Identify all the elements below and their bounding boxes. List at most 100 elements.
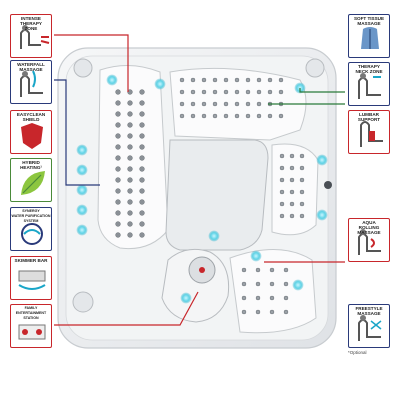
- shield-icon: [21, 123, 43, 149]
- callout-label-line: MASSAGE: [19, 67, 43, 72]
- jet-icon: [283, 295, 289, 301]
- jet-icon: [115, 100, 121, 106]
- callout-label-line: AQUA: [362, 220, 376, 225]
- jet-icon: [115, 232, 121, 238]
- jet-icon: [289, 165, 295, 171]
- waterfall-seat-icon: [20, 70, 43, 97]
- callout-label-line: INTENSE: [21, 16, 41, 21]
- jet-icon: [139, 188, 145, 194]
- jet-icon: [299, 177, 305, 183]
- jet-icon: [289, 213, 295, 219]
- callout-label-line: THERAPY: [20, 21, 42, 26]
- jet-icon: [115, 188, 121, 194]
- jet-icon: [283, 267, 289, 273]
- lounge-seat: [97, 65, 169, 250]
- callout-label-line: SYSTEM: [23, 219, 39, 223]
- jet-icon: [139, 89, 145, 95]
- jet-icon: [190, 101, 196, 107]
- jet-icon: [212, 113, 218, 119]
- jet-icon: [245, 113, 251, 119]
- jet-icon: [212, 77, 218, 83]
- jet-icon: [256, 113, 262, 119]
- callout-label-line: EASYCLEAN: [16, 112, 46, 117]
- jet-icon: [269, 281, 275, 287]
- jet-icon: [289, 153, 295, 159]
- jet-icon: [289, 201, 295, 207]
- jet-icon: [115, 133, 121, 139]
- jet-icon: [279, 201, 285, 207]
- callout-label-line: SYNERGY: [22, 209, 40, 213]
- jet-icon: [179, 77, 185, 83]
- jet-icon: [278, 89, 284, 95]
- jet-icon: [267, 113, 273, 119]
- jet-icon: [283, 309, 289, 315]
- jet-icon: [234, 77, 240, 83]
- side-seat: [271, 143, 319, 236]
- callout-label: SKIMMER BAR: [11, 258, 51, 263]
- jet-icon: [115, 122, 121, 128]
- jet-icon: [190, 113, 196, 119]
- jet-icon: [299, 201, 305, 207]
- light-jet-icon: [76, 184, 88, 196]
- jet-icon: [256, 77, 262, 83]
- jet-icon: [115, 177, 121, 183]
- jet-icon: [115, 166, 121, 172]
- jet-icon: [212, 101, 218, 107]
- callout-label-line: HYBRID: [22, 160, 40, 165]
- jet-icon: [139, 210, 145, 216]
- purifier-icon: [21, 223, 43, 245]
- jet-icon: [127, 155, 133, 161]
- jet-icon: [190, 89, 196, 95]
- jet-icon: [139, 144, 145, 150]
- callout-label-line: NECK ZONE: [355, 69, 383, 74]
- back-massage-icon: [361, 27, 379, 49]
- jet-icon: [279, 153, 285, 159]
- jet-icon: [127, 166, 133, 172]
- jet-icon: [127, 199, 133, 205]
- jet-icon: [139, 199, 145, 205]
- speaker-icon: [73, 58, 93, 78]
- jet-icon: [201, 101, 207, 107]
- callout-label-line: FAMILY: [24, 306, 38, 310]
- jet-icon: [245, 101, 251, 107]
- jet-icon: [245, 77, 251, 83]
- light-jet-icon: [106, 74, 118, 86]
- jet-icon: [139, 111, 145, 117]
- callout-label-line: SOFT TISSUE: [353, 16, 385, 21]
- callout-label-line: MASSAGE: [357, 230, 381, 235]
- jet-icon: [241, 309, 247, 315]
- neck-seat-icon: [358, 73, 381, 99]
- jet-icon: [223, 77, 229, 83]
- jet-icon: [127, 122, 133, 128]
- connector-lines: [54, 34, 345, 326]
- callout-label-line: HEATING¹: [20, 165, 42, 170]
- lumbar-seat-icon: [360, 121, 383, 147]
- footwell: [165, 139, 269, 251]
- seat-jets: [179, 77, 305, 315]
- callout-label-line: LUMBAR: [359, 112, 379, 117]
- jet-icon: [127, 177, 133, 183]
- rolling-seat: [229, 249, 317, 334]
- callout-label-line: WATERFALL: [17, 62, 45, 67]
- jet-icon: [234, 113, 240, 119]
- jet-icon: [279, 189, 285, 195]
- jet-icon: [299, 213, 305, 219]
- light-jet-icon: [250, 250, 262, 262]
- control-panel: [324, 181, 332, 189]
- jet-icon: [127, 188, 133, 194]
- jet-icon: [115, 221, 121, 227]
